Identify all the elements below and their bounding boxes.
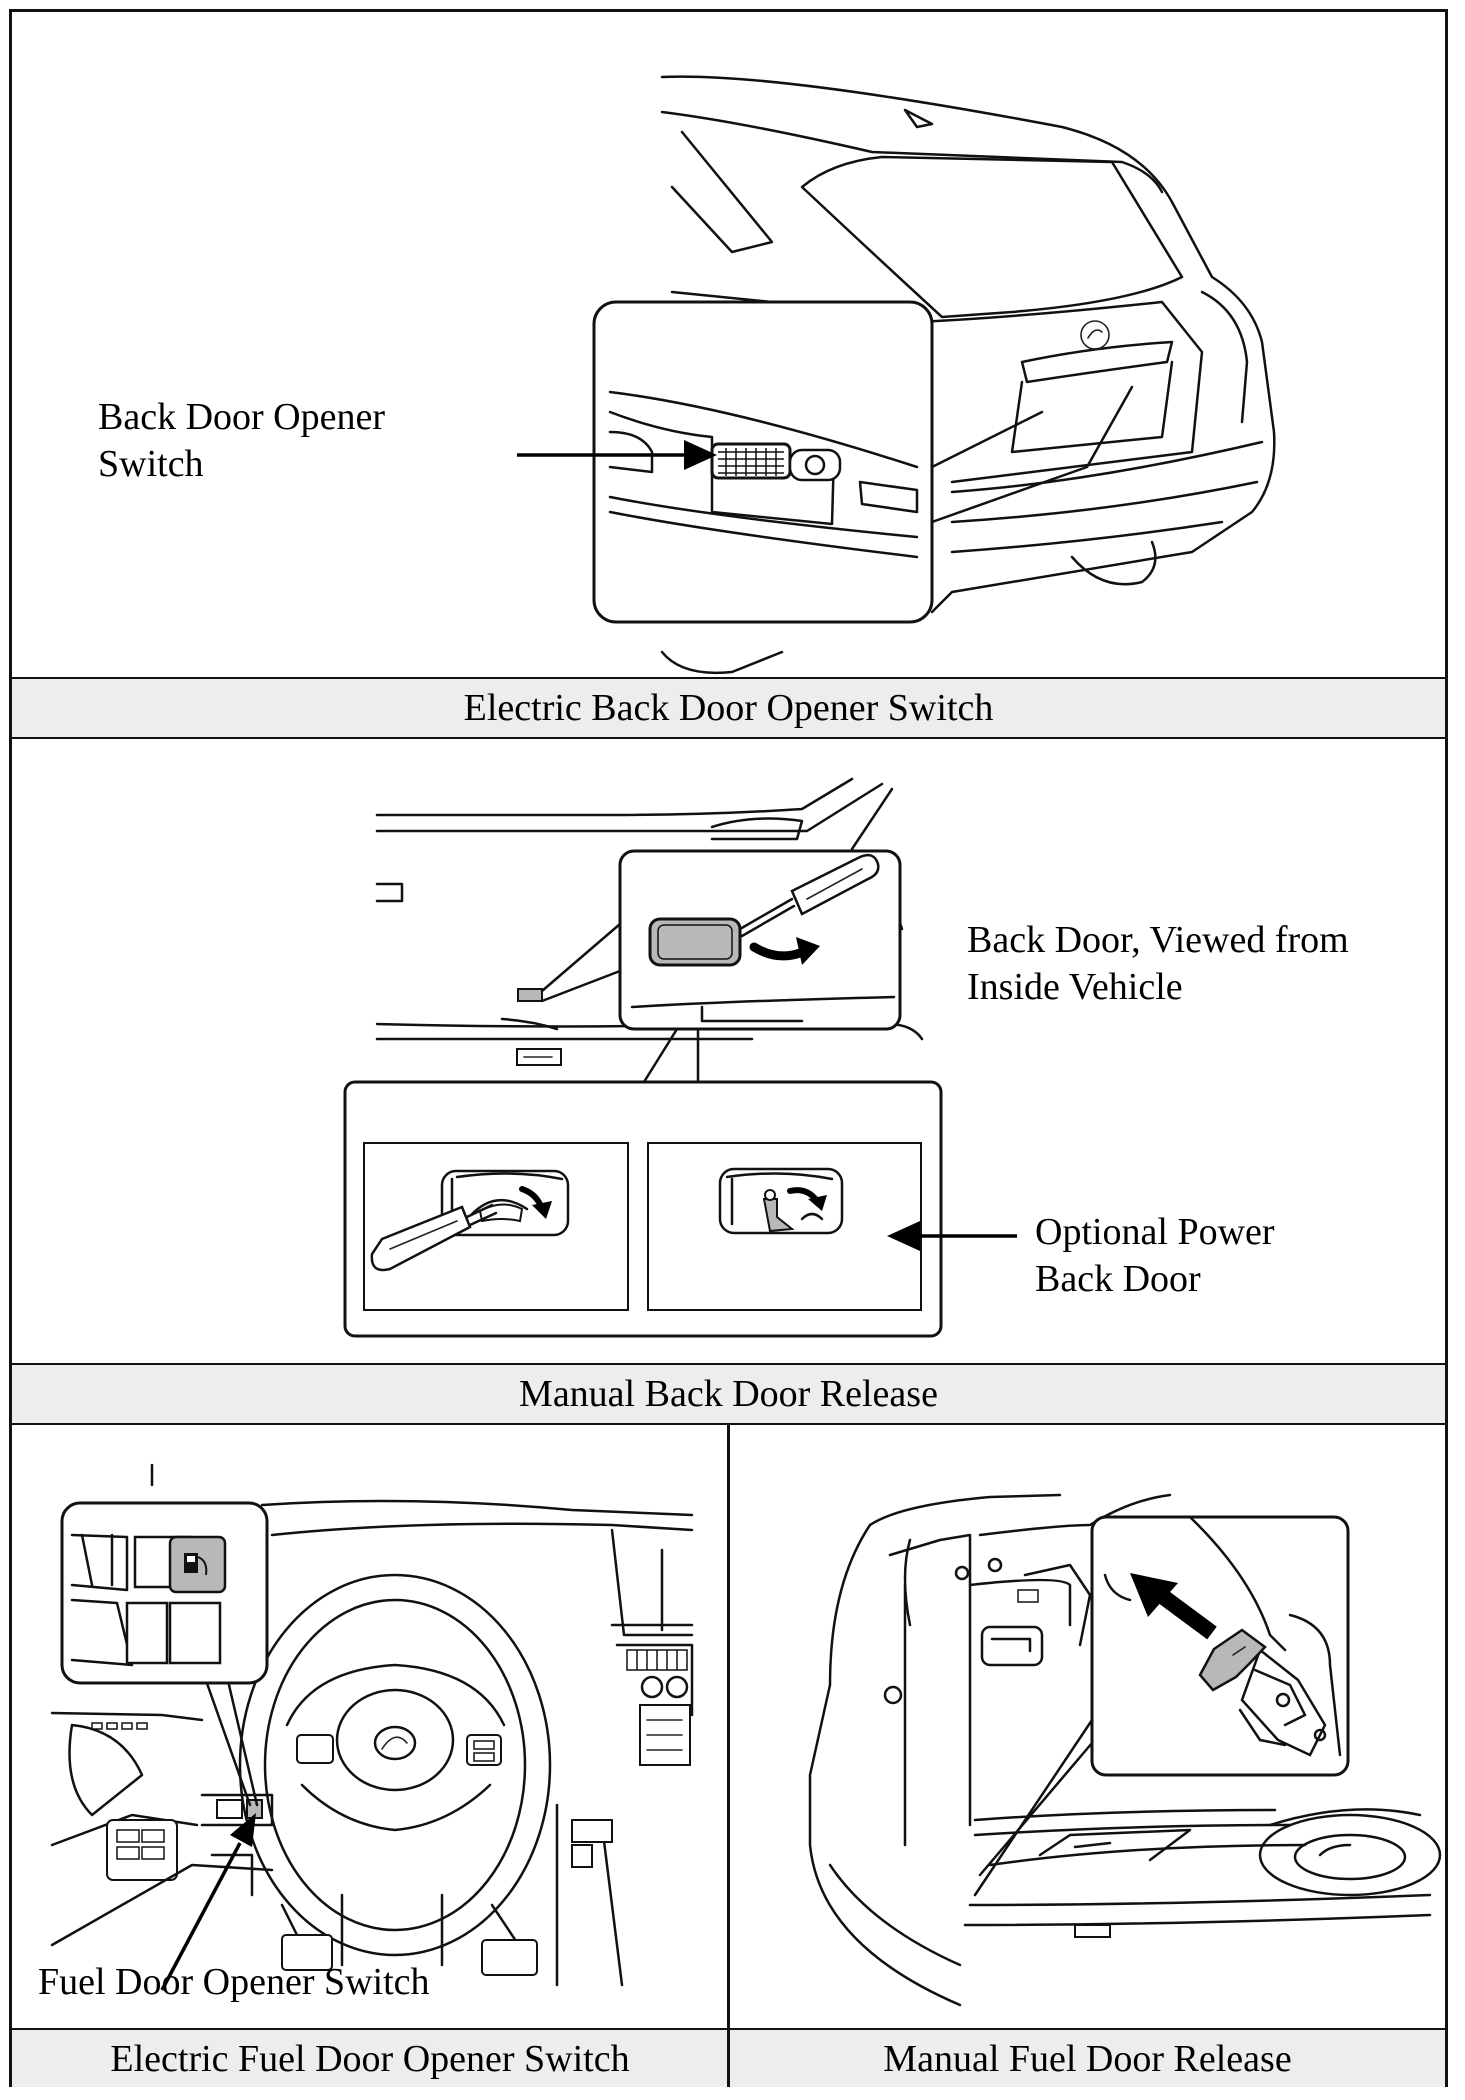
label-line: Switch [98, 443, 204, 485]
caption-text: Electric Fuel Door Opener Switch [110, 2037, 630, 2080]
caption-text: Manual Fuel Door Release [883, 2037, 1292, 2080]
label-line: Optional Power [1035, 1211, 1275, 1253]
caption-electric-back-door: Electric Back Door Opener Switch [12, 677, 1445, 739]
caption-text: Manual Back Door Release [519, 1373, 938, 1415]
back-door-view-label: Back Door, Viewed from Inside Vehicle [967, 917, 1349, 1011]
dashboard-illustration [50, 1463, 694, 1991]
panel-electric-back-door: Back Door Opener Switch [12, 12, 1445, 677]
caption-text: Electric Back Door Opener Switch [463, 687, 994, 729]
fuel-door-opener-switch-label: Fuel Door Opener Switch [38, 1959, 430, 2006]
cargo-area-illustration [808, 1493, 1442, 2007]
caption-electric-fuel-door: Electric Fuel Door Opener Switch [12, 2028, 728, 2087]
caption-manual-back-door: Manual Back Door Release [12, 1363, 1445, 1425]
vehicle-rear-illustration [517, 75, 1276, 674]
caption-manual-fuel-door: Manual Fuel Door Release [730, 2028, 1445, 2087]
label-line: Fuel Door Opener Switch [38, 1961, 430, 2003]
label-line: Back Door Opener [98, 396, 386, 438]
back-door-interior-illustration [343, 777, 1017, 1338]
back-door-opener-switch-label: Back Door Opener Switch [98, 394, 385, 488]
label-line: Inside Vehicle [967, 966, 1183, 1008]
panel-divider [727, 1425, 730, 2087]
label-line: Back Door [1035, 1258, 1201, 1300]
panel-manual-back-door: Back Door, Viewed from Inside Vehicle Op… [12, 739, 1445, 1363]
label-line: Back Door, Viewed from [967, 919, 1349, 961]
panel-manual-fuel-door [730, 1425, 1445, 2028]
panel-electric-fuel-door: Fuel Door Opener Switch [12, 1425, 728, 2028]
optional-power-back-door-label: Optional Power Back Door [1035, 1209, 1275, 1303]
